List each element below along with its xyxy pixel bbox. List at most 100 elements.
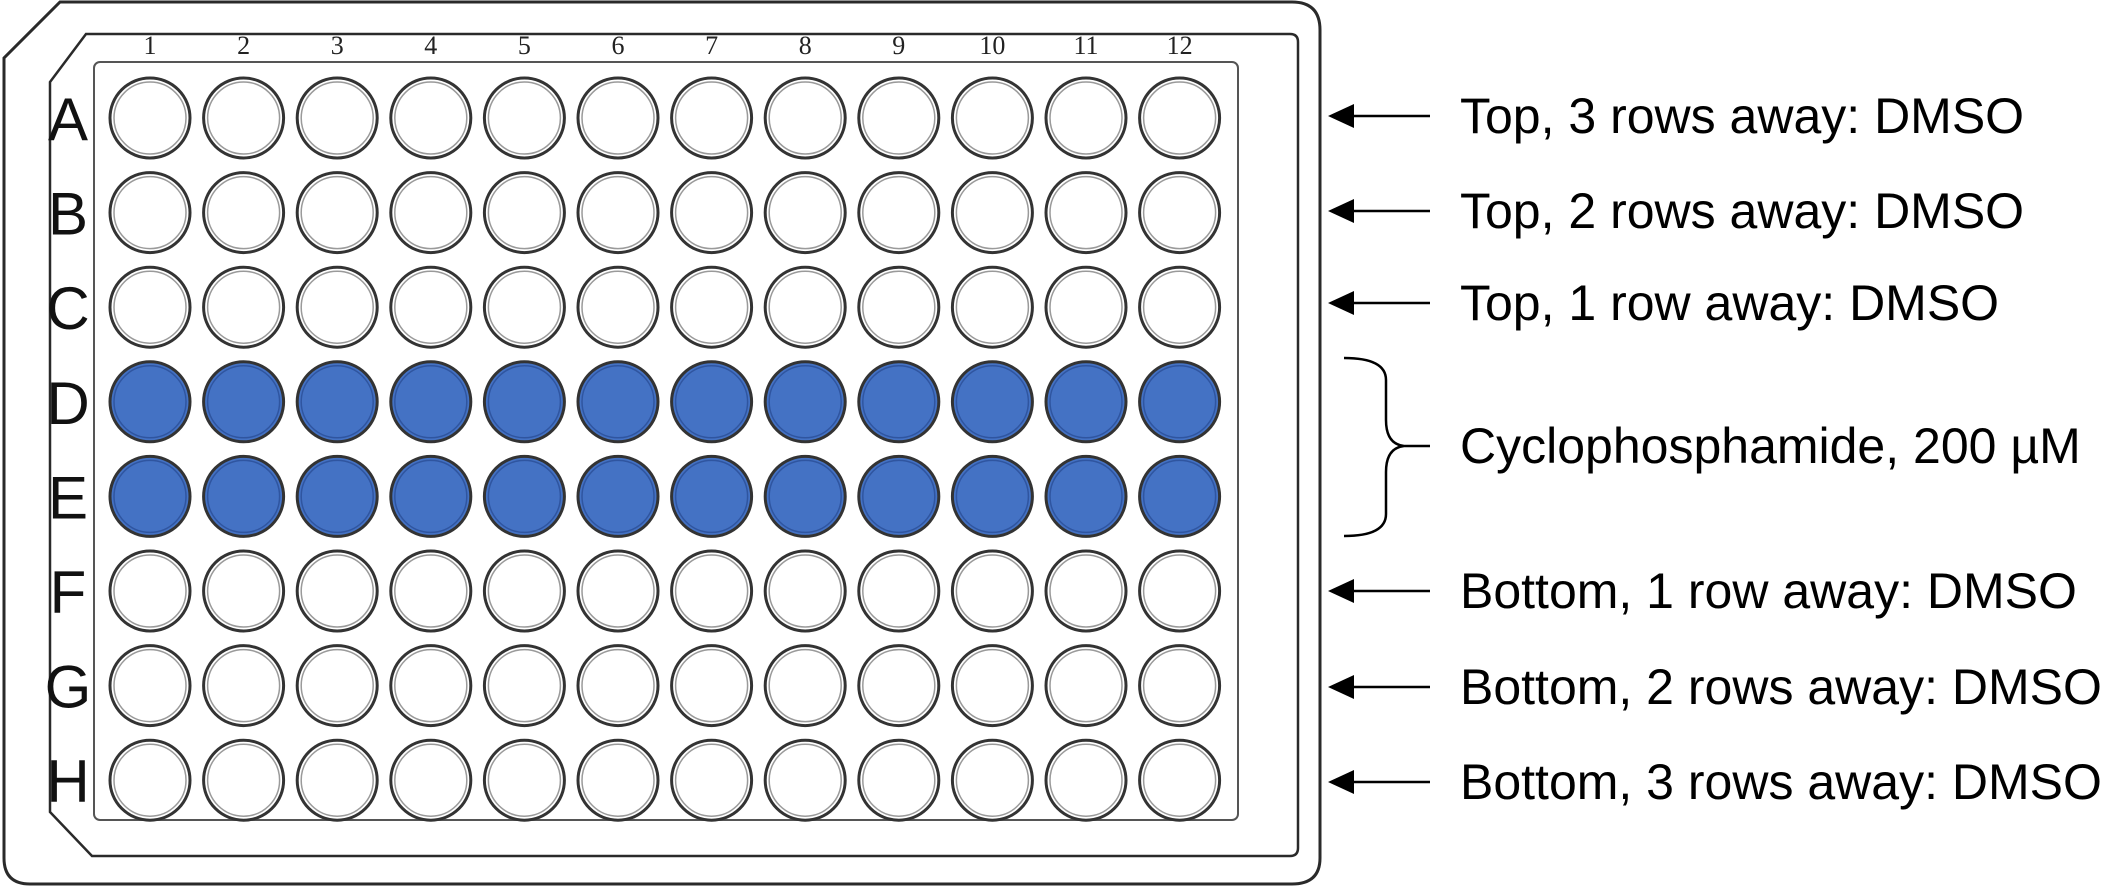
well-empty: [857, 76, 941, 160]
well-inner-ring: [1049, 270, 1123, 344]
well-inner-ring: [1049, 365, 1123, 439]
well-empty: [1138, 76, 1222, 160]
well-empty: [1044, 644, 1128, 728]
well-empty: [295, 644, 379, 728]
well-filled: [108, 454, 192, 538]
well-empty: [857, 549, 941, 633]
well-inner-ring: [300, 365, 374, 439]
well-inner-ring: [300, 270, 374, 344]
well-inner-ring: [862, 365, 936, 439]
well-empty: [950, 549, 1034, 633]
well-inner-ring: [955, 81, 1030, 155]
well-inner-ring: [581, 459, 655, 534]
well-empty: [389, 644, 473, 728]
well-inner-ring: [487, 554, 562, 628]
well-inner-ring: [862, 554, 936, 628]
well-empty: [670, 549, 754, 633]
well-filled: [670, 454, 754, 538]
well-inner-ring: [113, 365, 187, 439]
column-label: 5: [518, 31, 531, 60]
well-inner-ring: [674, 554, 749, 628]
well-inner-ring: [862, 459, 936, 534]
well-inner-ring: [581, 554, 655, 628]
well-empty: [295, 549, 379, 633]
column-label: 10: [979, 31, 1005, 60]
well-empty: [857, 644, 941, 728]
well-inner-ring: [955, 554, 1030, 628]
well-inner-ring: [487, 175, 562, 250]
well-filled: [576, 454, 660, 538]
row-label: B: [48, 181, 88, 248]
well-empty: [576, 738, 660, 822]
well-empty: [1138, 738, 1222, 822]
well-empty: [389, 265, 473, 349]
well-empty: [295, 738, 379, 822]
well-empty: [108, 265, 192, 349]
well-inner-ring: [581, 270, 655, 344]
well-inner-ring: [1049, 743, 1123, 817]
annotation-rows-de: Cyclophosphamide, 200 µM: [1460, 418, 2081, 474]
well-inner-ring: [487, 365, 562, 439]
well-filled: [763, 360, 847, 444]
well-empty: [108, 738, 192, 822]
well-empty: [108, 76, 192, 160]
well-area-border: [93, 61, 1239, 821]
well-empty: [1138, 549, 1222, 633]
column-label: 12: [1167, 31, 1193, 60]
well-empty: [763, 171, 847, 255]
row-label: F: [50, 559, 87, 626]
well-inner-ring: [674, 270, 749, 344]
well-empty: [202, 738, 286, 822]
well-empty: [389, 171, 473, 255]
well-empty: [576, 265, 660, 349]
row-label: A: [48, 86, 88, 153]
well-empty: [950, 644, 1034, 728]
row-label: H: [46, 748, 89, 815]
well-empty: [295, 171, 379, 255]
column-label: 8: [799, 31, 812, 60]
well-filled: [857, 360, 941, 444]
well-inner-ring: [955, 175, 1030, 250]
row-label: C: [46, 275, 89, 342]
well-inner-ring: [1142, 743, 1217, 817]
well-empty: [576, 76, 660, 160]
well-empty: [950, 76, 1034, 160]
well-inner-ring: [674, 743, 749, 817]
well-inner-ring: [206, 743, 281, 817]
well-empty: [763, 644, 847, 728]
well-inner-ring: [955, 270, 1030, 344]
well-empty: [202, 171, 286, 255]
well-filled: [482, 454, 566, 538]
well-inner-ring: [1142, 270, 1217, 344]
well-empty: [950, 171, 1034, 255]
well-filled: [950, 360, 1034, 444]
well-inner-ring: [206, 81, 281, 155]
well-inner-ring: [300, 743, 374, 817]
well-empty: [389, 76, 473, 160]
well-inner-ring: [768, 270, 842, 344]
well-inner-ring: [955, 743, 1030, 817]
well-empty: [1044, 171, 1128, 255]
well-empty: [389, 549, 473, 633]
well-empty: [202, 265, 286, 349]
well-empty: [670, 265, 754, 349]
well-empty: [108, 171, 192, 255]
well-inner-ring: [113, 81, 187, 155]
well-empty: [763, 76, 847, 160]
well-filled: [670, 360, 754, 444]
well-empty: [1138, 171, 1222, 255]
well-inner-ring: [394, 743, 468, 817]
well-inner-ring: [1049, 175, 1123, 250]
well-inner-ring: [768, 743, 842, 817]
well-empty: [1044, 265, 1128, 349]
well-inner-ring: [674, 365, 749, 439]
well-empty: [857, 738, 941, 822]
well-empty: [576, 171, 660, 255]
well-inner-ring: [487, 743, 562, 817]
well-empty: [857, 171, 941, 255]
well-inner-ring: [206, 175, 281, 250]
well-inner-ring: [206, 554, 281, 628]
well-empty: [482, 171, 566, 255]
